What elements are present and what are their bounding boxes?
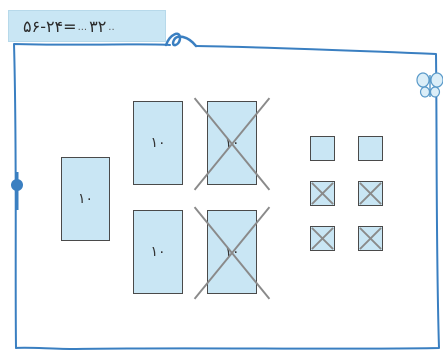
cross-out-mark bbox=[359, 182, 382, 205]
butterfly-icon bbox=[416, 72, 443, 98]
tens-block-crossed: ۱۰ bbox=[193, 206, 271, 300]
cross-out-mark bbox=[359, 227, 382, 250]
tens-block: ۱۰ bbox=[133, 101, 183, 185]
tens-block-crossed: ۱۰ bbox=[193, 97, 271, 191]
unit-cube-crossed bbox=[358, 181, 383, 206]
tens-block-label: ۱۰ bbox=[77, 191, 94, 207]
equation-dots-before: ... bbox=[77, 22, 88, 33]
cross-out-mark bbox=[311, 182, 334, 205]
equation-box: ۵۶-۲۴= ... ۳۲ .. bbox=[8, 10, 166, 42]
equation-expression: ۵۶-۲۴= bbox=[23, 16, 77, 36]
unit-cube-crossed bbox=[310, 226, 335, 251]
cross-out-mark bbox=[193, 206, 271, 300]
tens-block-label: ۱۰ bbox=[150, 135, 166, 151]
tens-block: ۱۰ bbox=[133, 210, 183, 294]
tens-block-label: ۱۰ bbox=[150, 244, 166, 260]
swirl-icon bbox=[164, 32, 198, 48]
unit-cube bbox=[358, 136, 383, 161]
unit-cube-crossed bbox=[310, 181, 335, 206]
equation-dots-after: .. bbox=[108, 22, 115, 33]
equation-answer: ۳۲ bbox=[89, 16, 107, 36]
tens-block: ۱۰ bbox=[61, 157, 110, 241]
unit-cube bbox=[310, 136, 335, 161]
cross-out-mark bbox=[311, 227, 334, 250]
unit-cube-crossed bbox=[358, 226, 383, 251]
pin-icon bbox=[11, 172, 23, 210]
frame-border bbox=[13, 43, 440, 351]
cross-out-mark bbox=[193, 97, 271, 191]
